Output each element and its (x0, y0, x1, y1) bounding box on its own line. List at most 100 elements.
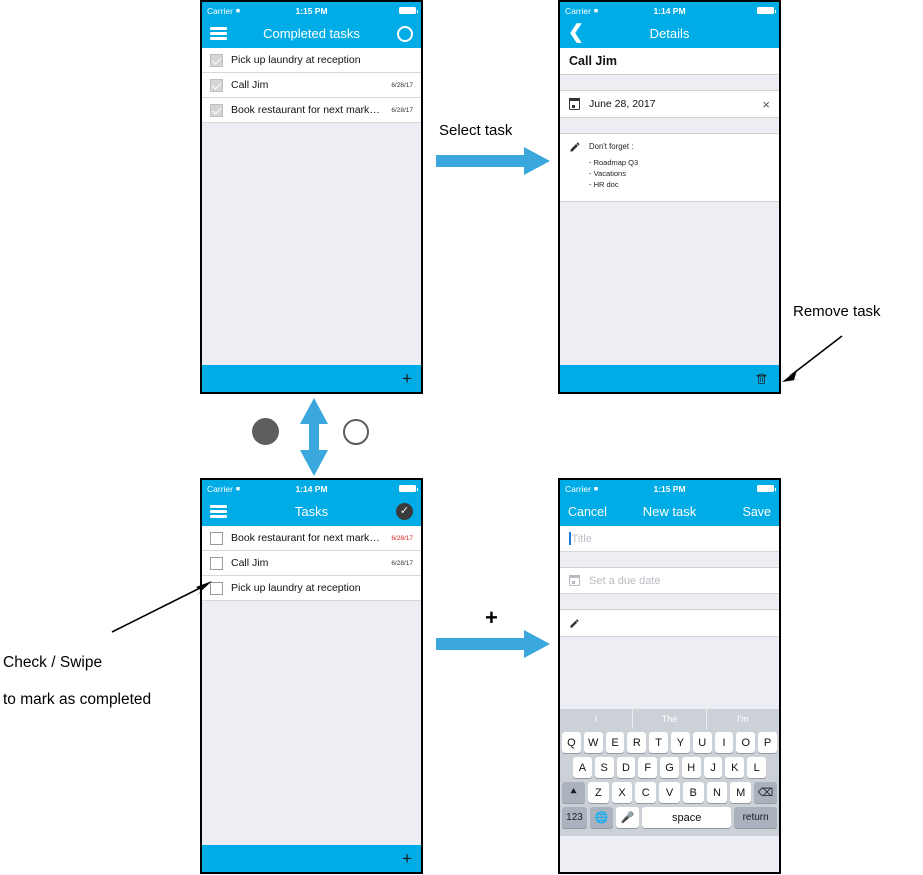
microphone-icon[interactable]: 🎤 (616, 807, 639, 828)
title-input[interactable]: Title (560, 526, 779, 552)
phone-tasks: Carrier ⏹ 1:14 PM Tasks ✓ Book restauran… (200, 478, 423, 874)
due-date-input[interactable]: Set a due date (560, 568, 779, 594)
save-button[interactable]: Save (742, 504, 772, 519)
key-b[interactable]: B (682, 782, 704, 803)
checkbox-icon[interactable] (210, 556, 223, 570)
task-label: Pick up laundry at reception (231, 582, 361, 594)
keyboard-row-2: A S D F G H J K L (562, 757, 777, 778)
pencil-icon (570, 142, 580, 152)
table-row[interactable]: Pick up laundry at reception (202, 48, 421, 73)
key-a[interactable]: A (572, 757, 592, 778)
add-task-button[interactable]: + (402, 369, 412, 388)
key-x[interactable]: X (611, 782, 633, 803)
key-m[interactable]: M (730, 782, 752, 803)
menu-icon[interactable] (210, 505, 227, 518)
key-n[interactable]: N (706, 782, 728, 803)
keyboard-row-4: 123 🌐 🎤 space return (562, 807, 777, 828)
back-chevron-icon[interactable]: ❮ (568, 22, 584, 43)
add-task-button[interactable]: + (402, 849, 412, 868)
notes-body: Don't forget : - Roadmap Q3 - Vacations … (589, 141, 638, 191)
key-e[interactable]: E (605, 732, 625, 753)
key-q[interactable]: Q (562, 732, 581, 753)
key-y[interactable]: Y (671, 732, 690, 753)
key-i[interactable]: I (714, 732, 734, 753)
checkbox-icon[interactable] (210, 103, 223, 117)
key-g[interactable]: G (660, 757, 679, 778)
key-l[interactable]: L (747, 757, 767, 778)
space-key[interactable]: space (642, 807, 732, 828)
due-date-field[interactable]: June 28, 2017 × (560, 91, 779, 118)
key-p[interactable]: P (758, 732, 777, 753)
return-key[interactable]: return (734, 807, 777, 828)
section-divider (560, 118, 779, 134)
key-u[interactable]: U (692, 732, 712, 753)
key-z[interactable]: Z (587, 782, 609, 803)
key-h[interactable]: H (681, 757, 701, 778)
text-cursor (569, 532, 571, 545)
circle-outline-icon[interactable] (397, 25, 413, 42)
key-t[interactable]: T (649, 732, 668, 753)
notes-header: Don't forget : (589, 142, 634, 151)
phone-details: Carrier ⏹ 1:14 PM ❮ Details Call Jim Jun… (558, 0, 781, 394)
calendar-icon (568, 98, 581, 110)
task-date: 6/28/17 (391, 534, 413, 542)
key-c[interactable]: C (635, 782, 657, 803)
status-bar-tasks: Carrier ⏹ 1:14 PM (202, 480, 421, 497)
task-list-tasks: Book restaurant for next marketi… 6/28/1… (202, 526, 421, 601)
section-divider (560, 552, 779, 568)
carrier-label: Carrier (565, 483, 591, 494)
wifi-icon: ⏹ (593, 483, 598, 493)
checkbox-icon[interactable] (210, 531, 223, 545)
key-f[interactable]: F (638, 757, 658, 778)
key-j[interactable]: J (703, 757, 723, 778)
suggestion-item[interactable]: I'm (705, 709, 779, 729)
checkbox-icon[interactable] (210, 53, 223, 67)
shift-icon[interactable]: ⯅ (561, 782, 585, 803)
arrow-select-task (436, 147, 550, 175)
status-time: 1:15 PM (295, 5, 328, 16)
carrier-label: Carrier (207, 483, 233, 494)
key-s[interactable]: S (594, 757, 614, 778)
numbers-key[interactable]: 123 (562, 807, 587, 828)
table-row[interactable]: Pick up laundry at reception (202, 576, 421, 601)
arrow-remove-task (782, 335, 843, 382)
navbar-completed: Completed tasks (202, 19, 421, 48)
carrier-label: Carrier (565, 5, 591, 16)
wifi-icon: ⏹ (593, 5, 598, 15)
empty-area (202, 123, 421, 365)
table-row[interactable]: Book restaurant for next marketi… 6/28/1… (202, 526, 421, 551)
task-label: Book restaurant for next marketi… (231, 532, 386, 544)
status-bar-details: Carrier ⏹ 1:14 PM (560, 2, 779, 19)
trash-icon[interactable] (755, 371, 768, 386)
close-icon[interactable]: × (762, 96, 770, 112)
task-title: Call Jim (560, 48, 779, 75)
cancel-button[interactable]: Cancel (568, 504, 607, 519)
suggestion-item[interactable]: I (594, 714, 598, 724)
keyboard-row-3: ⯅ Z X C V B N M ⌫ (561, 782, 778, 803)
notes-field[interactable]: Don't forget : - Roadmap Q3 - Vacations … (560, 134, 779, 202)
table-row[interactable]: Call Jim 6/28/17 (202, 551, 421, 576)
empty-area (560, 205, 779, 365)
table-row[interactable]: Call Jim 6/28/17 (202, 73, 421, 98)
menu-icon[interactable] (210, 27, 227, 40)
navbar-details: ❮ Details (560, 19, 779, 48)
suggestion-item[interactable]: The (632, 709, 705, 729)
backspace-icon[interactable]: ⌫ (754, 782, 778, 803)
check-circle-icon[interactable]: ✓ (396, 503, 413, 520)
title-placeholder: Title (571, 532, 592, 545)
key-v[interactable]: V (659, 782, 680, 803)
notes-line: - Roadmap Q3 (589, 158, 639, 168)
due-date-placeholder: Set a due date (589, 574, 661, 587)
table-row[interactable]: Book restaurant for next marketi… 6/28/1… (202, 98, 421, 123)
checkbox-icon[interactable] (210, 78, 223, 92)
key-k[interactable]: K (725, 757, 745, 778)
key-d[interactable]: D (616, 757, 636, 778)
status-time: 1:14 PM (653, 5, 686, 16)
notes-input[interactable] (560, 610, 779, 637)
key-r[interactable]: R (627, 732, 647, 753)
checkbox-icon[interactable] (210, 581, 223, 595)
key-w[interactable]: W (583, 732, 603, 753)
carrier-label: Carrier (207, 5, 233, 16)
key-o[interactable]: O (736, 732, 756, 753)
globe-icon[interactable]: 🌐 (590, 807, 613, 828)
